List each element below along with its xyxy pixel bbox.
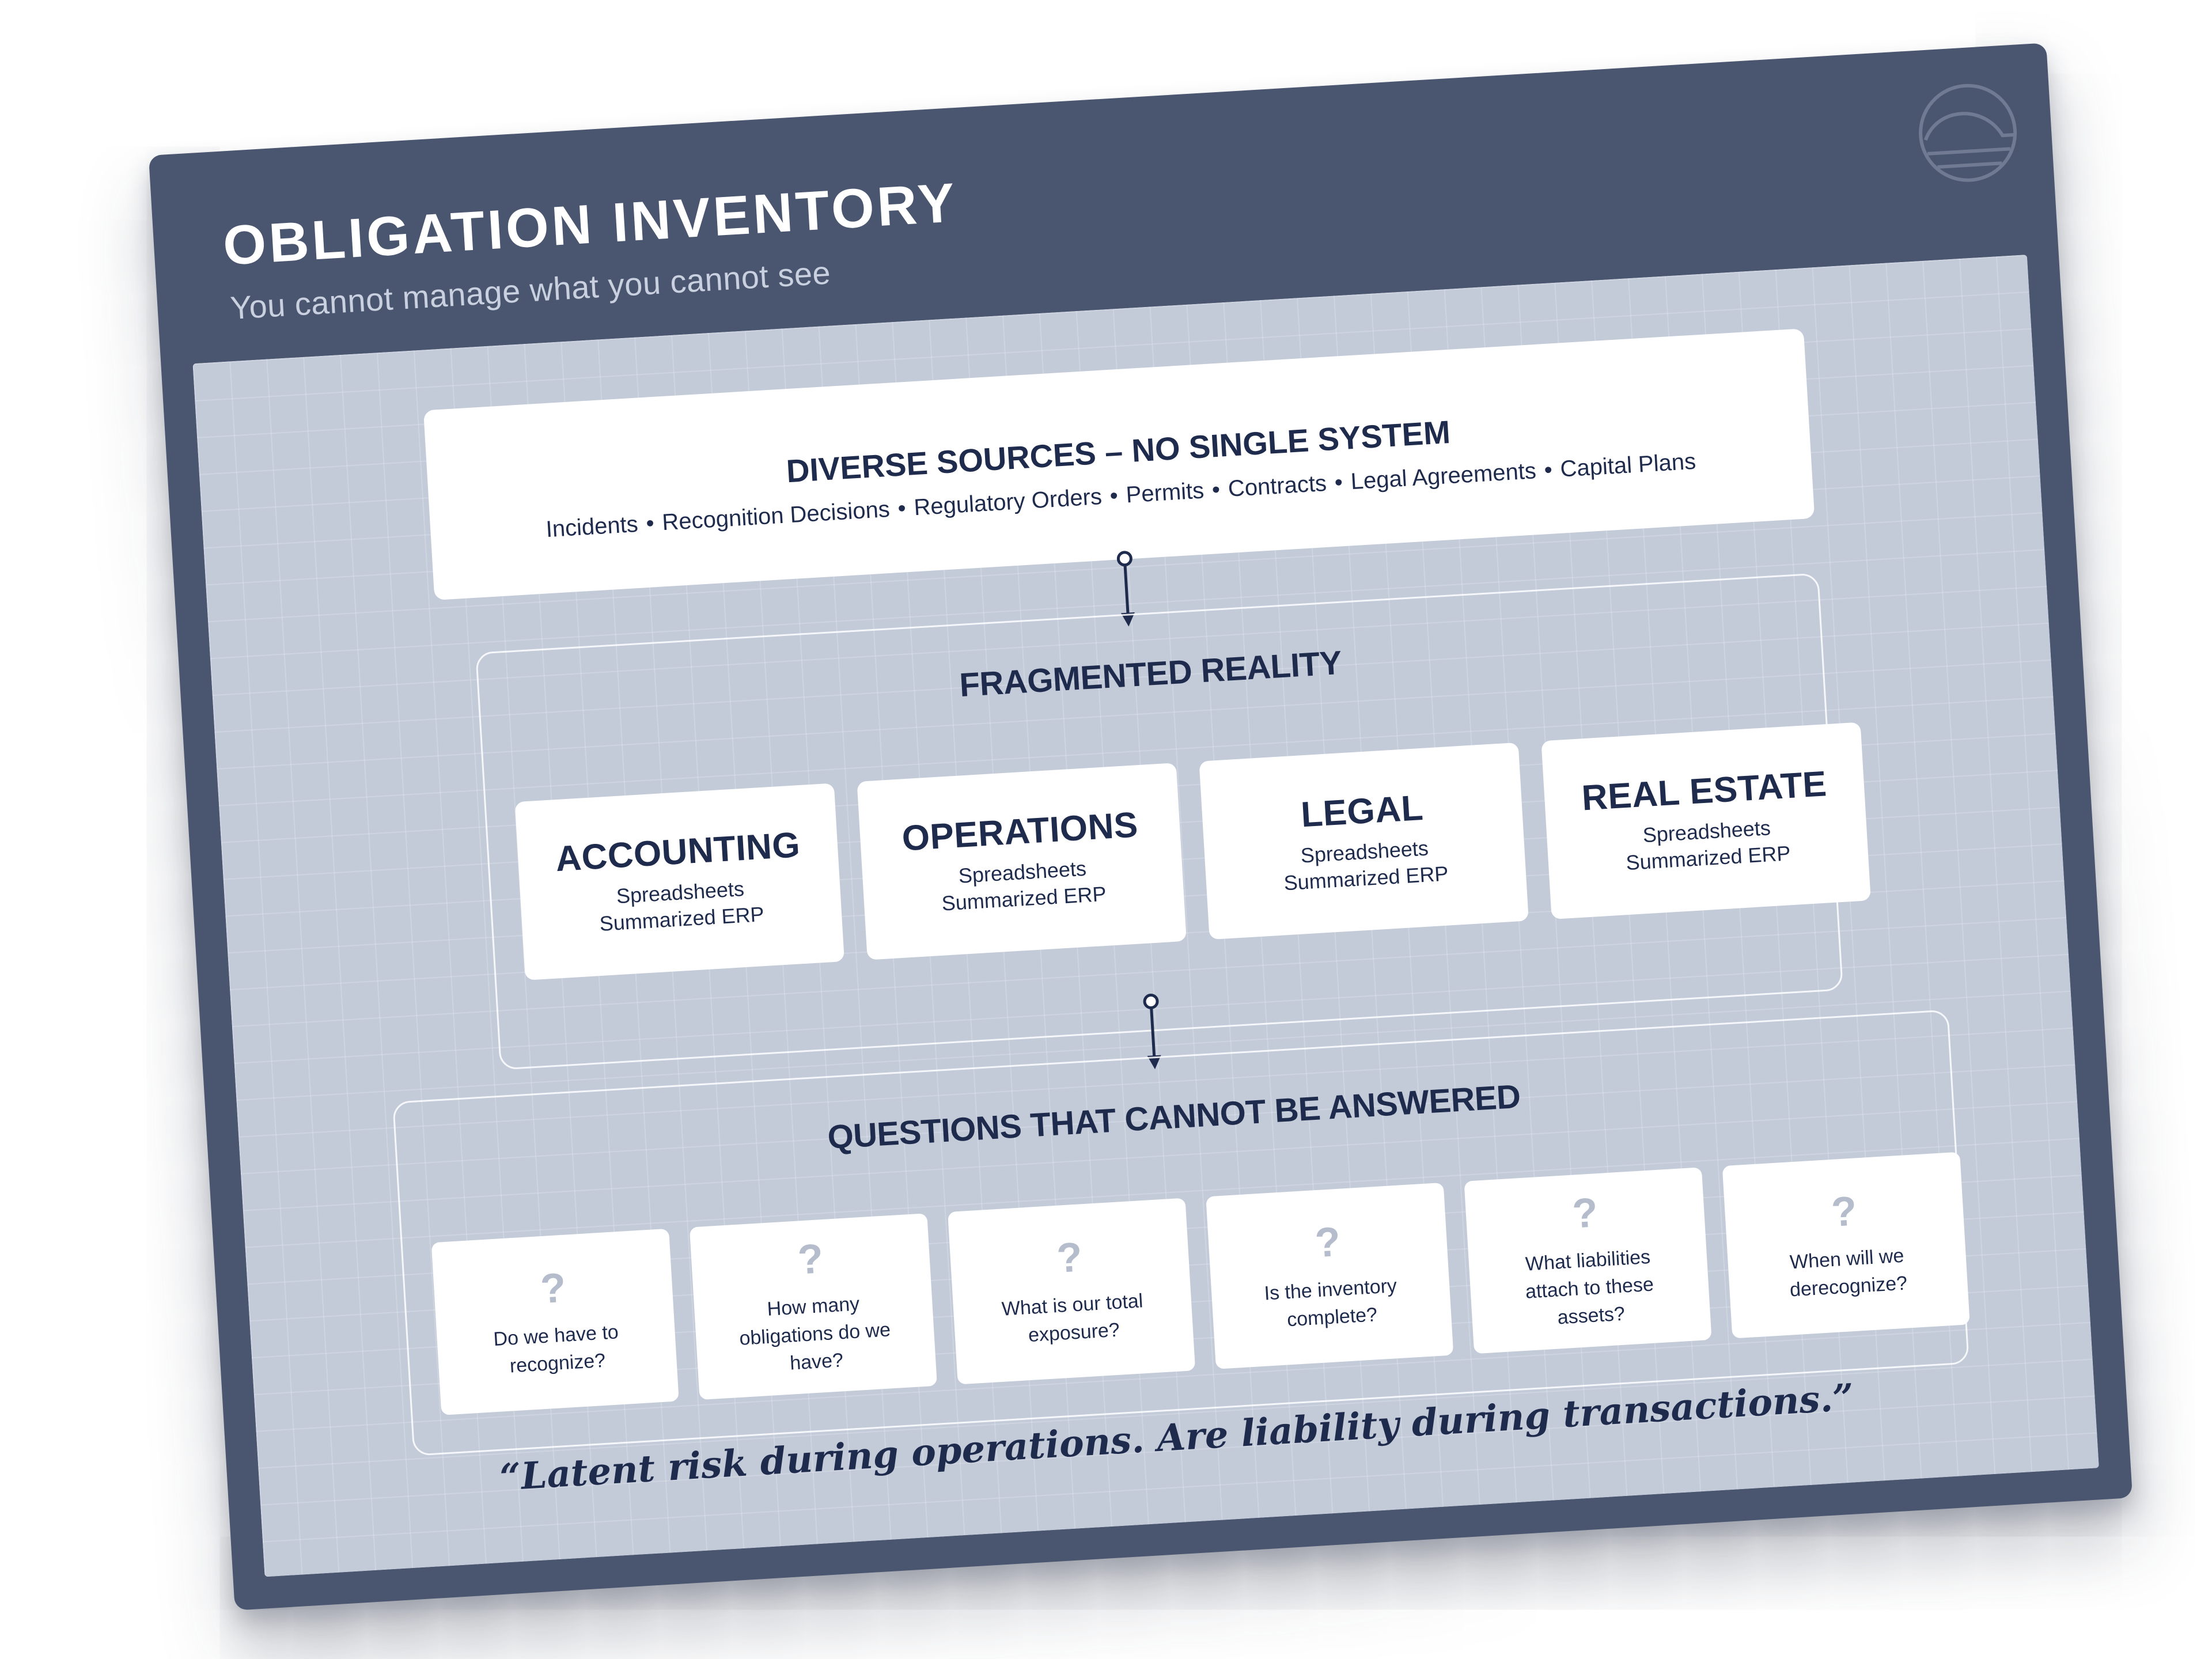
question-card: ? How many obligations do we have? [689,1213,937,1400]
slide-card: OBLIGATION INVENTORY You cannot manage w… [148,43,2133,1611]
question-card: ? What liabilities attach to these asset… [1464,1167,1712,1354]
question-mark-icon: ? [1571,1190,1599,1237]
source-item: Contracts [1227,470,1328,502]
source-item: Legal Agreements [1350,458,1537,495]
question-text: What is our total exposure? [1001,1290,1144,1347]
page-title: OBLIGATION INVENTORY [221,172,960,277]
source-item: Capital Plans [1559,448,1697,482]
department-card-accounting: ACCOUNTING Spreadsheets Summarized ERP [514,783,844,980]
department-name: LEGAL [1300,787,1425,835]
source-separator: • [1211,476,1221,503]
source-item: Recognition Decisions [661,496,891,536]
source-separator: • [897,495,907,521]
question-card: ? What is our total exposure? [948,1198,1196,1385]
department-name: OPERATIONS [900,804,1139,859]
arrow-down-icon [1116,551,1135,627]
source-item: Permits [1125,478,1205,508]
source-item: Incidents [545,511,639,543]
question-card: ? Is the inventory complete? [1206,1182,1454,1369]
question-mark-icon: ? [796,1236,825,1283]
source-separator: • [1334,469,1344,495]
source-separator: • [1109,483,1119,509]
department-card-legal: LEGAL Spreadsheets Summarized ERP [1199,742,1529,940]
question-mark-icon: ? [1313,1218,1342,1267]
question-text: Do we have to recognize? [493,1321,619,1377]
question-card: ? Do we have to recognize? [431,1228,679,1415]
department-card-real-estate: REAL ESTATE Spreadsheets Summarized ERP [1541,722,1871,919]
question-card: ? When will we derecognize? [1722,1152,1970,1339]
department-row: ACCOUNTING Spreadsheets Summarized ERP O… [514,722,1871,980]
department-name: REAL ESTATE [1580,763,1828,818]
slide-wrapper: OBLIGATION INVENTORY You cannot manage w… [148,43,2133,1611]
source-separator: • [1543,457,1553,483]
question-text: How many obligations do we have? [738,1293,892,1374]
question-mark-icon: ? [539,1264,567,1313]
question-mark-icon: ? [1830,1188,1858,1236]
source-item: Regulatory Orders [913,484,1103,521]
fragmented-reality-title: FRAGMENTED REALITY [958,643,1343,704]
source-separator: • [645,510,655,536]
question-row: ? Do we have to recognize? ? How many ob… [431,1152,1970,1415]
circle-wave-logo-icon [1919,84,2017,182]
question-text: Is the inventory complete? [1263,1275,1397,1331]
questions-title: QUESTIONS THAT CANNOT BE ANSWERED [826,1077,1522,1157]
question-text: When will we derecognize? [1789,1244,1908,1301]
diagram-panel: DIVERSE SOURCES – NO SINGLE SYSTEM Incid… [192,254,2099,1577]
question-mark-icon: ? [1055,1234,1084,1282]
arrow-down-icon [1143,993,1161,1070]
question-text: What liabilities attach to these assets? [1524,1245,1654,1329]
department-card-operations: OPERATIONS Spreadsheets Summarized ERP [857,763,1187,960]
department-name: ACCOUNTING [554,824,801,879]
